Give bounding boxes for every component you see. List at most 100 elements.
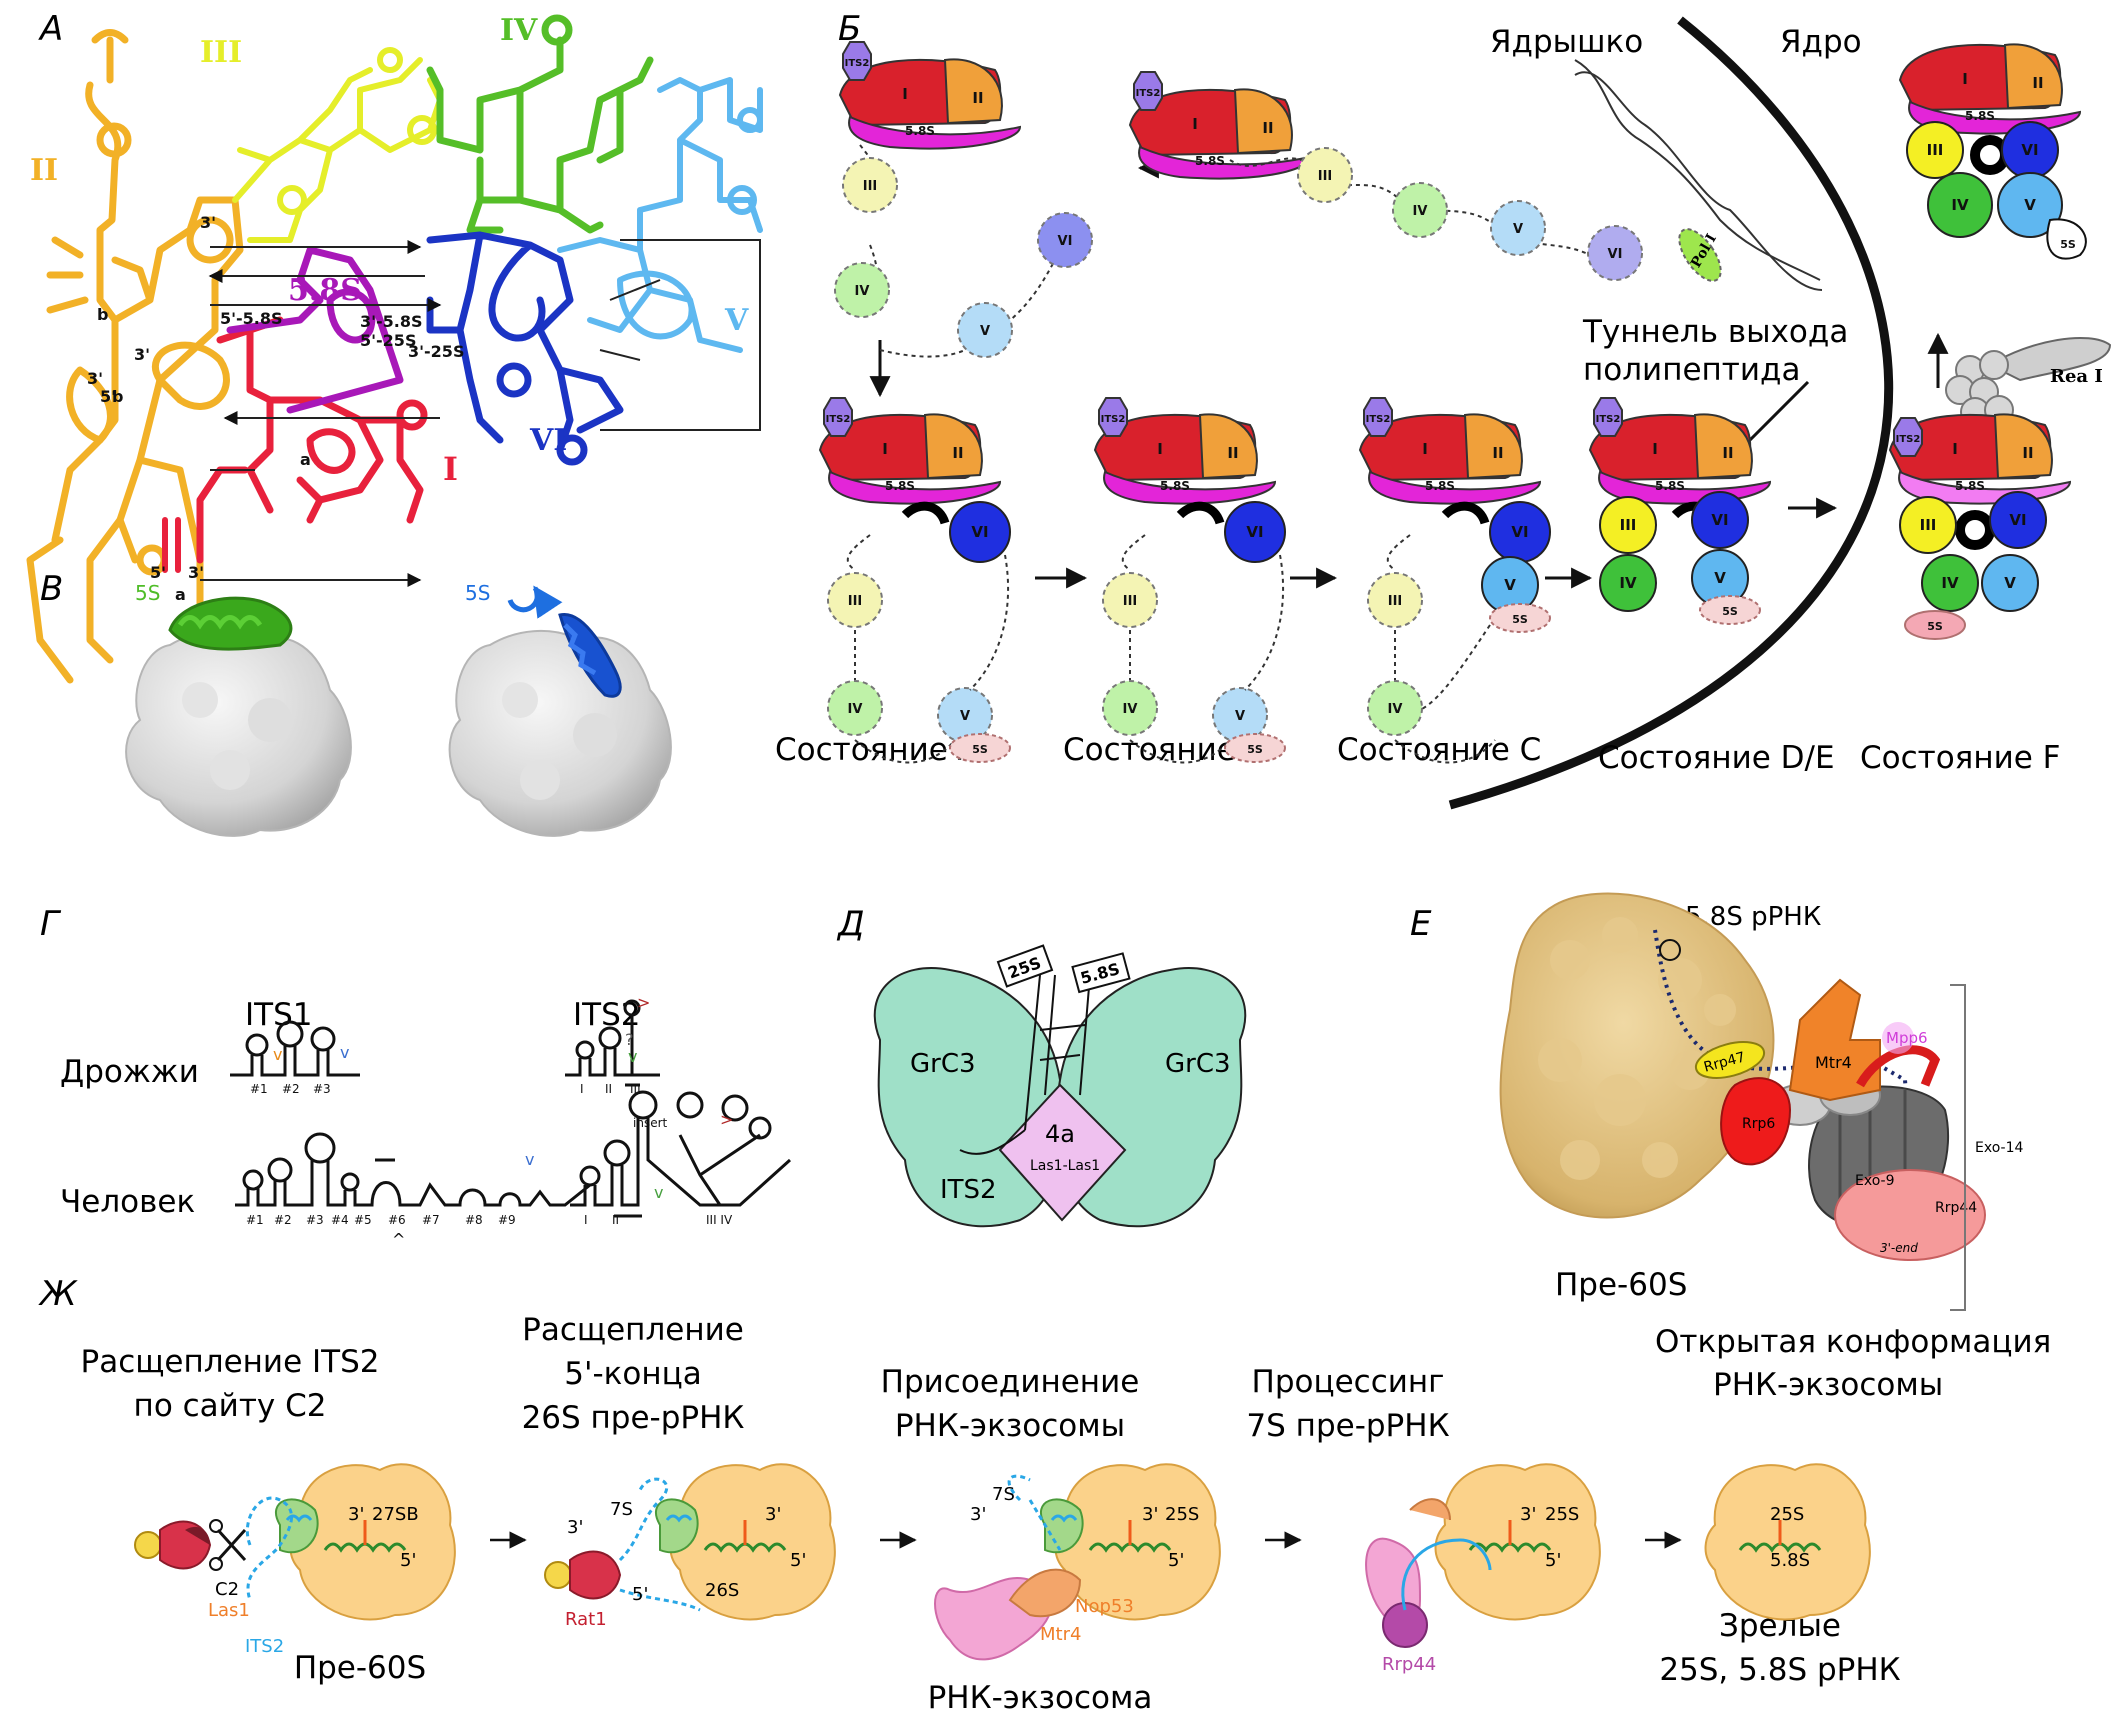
- pre60s-texture: [1538, 917, 1736, 1180]
- its2-hexagon: [842, 41, 872, 81]
- cleavage-mark: >: [637, 993, 650, 1012]
- numeral-ii: II: [1227, 444, 1238, 462]
- its2-strand: [1050, 1514, 1078, 1523]
- pre60s-blob: [289, 1463, 456, 1621]
- domain-iii-structure: [232, 47, 443, 243]
- domain-iii-docked: [1899, 496, 1957, 554]
- domain-vi-docked: [1691, 491, 1749, 549]
- numeral-ii: II: [1722, 444, 1733, 462]
- domain-vi-docked: [949, 501, 1011, 563]
- tick-label: #2: [282, 1082, 300, 1096]
- step-5-diagram: 25S 5.8S: [1770, 1504, 1810, 1571]
- step-2-line-3: 26S пре-рРНК: [522, 1400, 745, 1436]
- step-2-line-1: Расщепление: [522, 1312, 744, 1348]
- step-3-diagram: 3' 7S Nop53 Mtr4 3' 25S 5': [934, 1474, 1199, 1661]
- pol1-polymerase: [1678, 228, 1722, 282]
- las1-complex-shape: [998, 1083, 1127, 1222]
- panel-b-label: Б: [838, 9, 861, 49]
- domain-iii-free: [842, 157, 898, 213]
- tick-label: I: [580, 1082, 584, 1096]
- pre60s-caption: Пре-60S: [294, 1650, 426, 1686]
- mpp6-label: Mpp6: [1886, 1029, 1928, 1047]
- pre60s-blob: [1704, 1463, 1871, 1621]
- domain-vi-free-label: VI: [1058, 234, 1073, 249]
- state-caption-a: Состояние A: [775, 732, 979, 768]
- exo14-bracket: [1950, 984, 1966, 1311]
- s25-label: 25S: [1165, 1504, 1199, 1525]
- domain-iv-docked-label: IV: [1941, 574, 1959, 592]
- step-2-line-2: 5'-конца: [564, 1356, 702, 1392]
- end-label: a: [300, 450, 311, 469]
- its2-label: ITS2: [1596, 414, 1621, 425]
- domain-v-docked: [1997, 172, 2063, 238]
- state-captions: Состояние A Состояние B Состояние C Сост…: [775, 732, 2061, 776]
- ribosome-model-right: 5S: [448, 581, 672, 837]
- s7-label: 7S: [992, 1484, 1015, 1505]
- rrna-58s-shape: [848, 115, 1022, 150]
- mtr4-label: Mtr4: [1040, 1624, 1081, 1645]
- its2-hexagon: [823, 397, 853, 437]
- s25-box: [996, 944, 1054, 988]
- domain-v-docked-label: V: [2004, 574, 2016, 592]
- rrp44-label: Rrp44: [1935, 1200, 1977, 1216]
- domain-iv-free-label: IV: [1123, 702, 1138, 717]
- rrna-58s-shape: [1103, 470, 1277, 505]
- domain-label-v: V: [724, 303, 749, 338]
- domain-ii-shape: [1993, 413, 2053, 480]
- ribosome-model-left: 5S: [125, 581, 352, 837]
- domain-iv-free: [1367, 680, 1423, 736]
- cleavage-mark: v: [525, 1150, 534, 1169]
- rrna-58s-shape: [1368, 470, 1542, 505]
- domain-iii-free-label: III: [1123, 594, 1138, 609]
- rat1-label: Rat1: [565, 1609, 607, 1630]
- domain-iii-free: [1102, 572, 1158, 628]
- three-prime-label: 3': [765, 1504, 781, 1525]
- label-58s: 5.8S: [1655, 479, 1685, 493]
- tick-label: #5: [354, 1213, 372, 1227]
- label-58s: 5.8S: [1965, 109, 1995, 123]
- rrna-5-8s-structure: [226, 246, 404, 414]
- s27sb-label: 27SB: [372, 1504, 419, 1525]
- domain-v-free-label: V: [980, 324, 990, 339]
- linker: [1244, 554, 1285, 691]
- domain-iv-structure: [426, 14, 654, 234]
- five-prime-label: 5': [1168, 1550, 1184, 1571]
- domain-v-free-label: V: [1235, 709, 1245, 724]
- rrna-5s-shape: [1904, 610, 1966, 640]
- domain-iv-docked-label: IV: [1951, 196, 1969, 214]
- label-58s: 5.8S: [1160, 479, 1190, 493]
- end-label: 5': [100, 387, 116, 406]
- rrna-loop-icon: [1659, 939, 1681, 961]
- domain-v-docked: [1981, 554, 2039, 612]
- rrp44-label: Rrp44: [1382, 1654, 1436, 1675]
- panel-zh: Ж Расщепление ITS2 по сайту C2 Расщеплен…: [38, 1274, 1901, 1716]
- rea1-protein: Rea I: [1945, 336, 2112, 427]
- pre60s-blob: [669, 1463, 836, 1621]
- cleavage-mark: v: [273, 1045, 282, 1064]
- domain-ii-shape: [1198, 413, 1258, 480]
- domain-iv-free-label: IV: [1413, 204, 1428, 219]
- tick-label: #9: [498, 1213, 516, 1227]
- its2-label: ITS2: [1101, 414, 1126, 425]
- rrna-58s-shape: [1138, 145, 1312, 180]
- its2-rnp: [654, 1498, 699, 1554]
- cleavage-mark: ?: [625, 1030, 634, 1049]
- step-2-diagram: 3' 7S Rat1 5' 26S 3' 5': [544, 1477, 806, 1630]
- its2-hexagon: [1893, 417, 1923, 457]
- domain-vi-docked-label: VI: [1246, 523, 1263, 541]
- label-5s: 5S: [1927, 620, 1943, 633]
- tick-label: #4: [331, 1213, 349, 1227]
- three-prime-label: 3': [1520, 1504, 1536, 1525]
- end-label: 3': [188, 563, 204, 582]
- domain-iii-docked: [1906, 121, 1964, 179]
- its2-rnp: [1039, 1498, 1084, 1554]
- domain-iii-free-label: III: [1318, 169, 1333, 184]
- domain-iii-free: [1297, 147, 1353, 203]
- numeral-i: I: [1422, 440, 1428, 458]
- its2-label: ITS2: [826, 414, 851, 425]
- domain-ii-shape: [943, 58, 1003, 125]
- label-58s: 5.8S: [1425, 479, 1455, 493]
- cleavage-mark: v: [628, 1047, 637, 1066]
